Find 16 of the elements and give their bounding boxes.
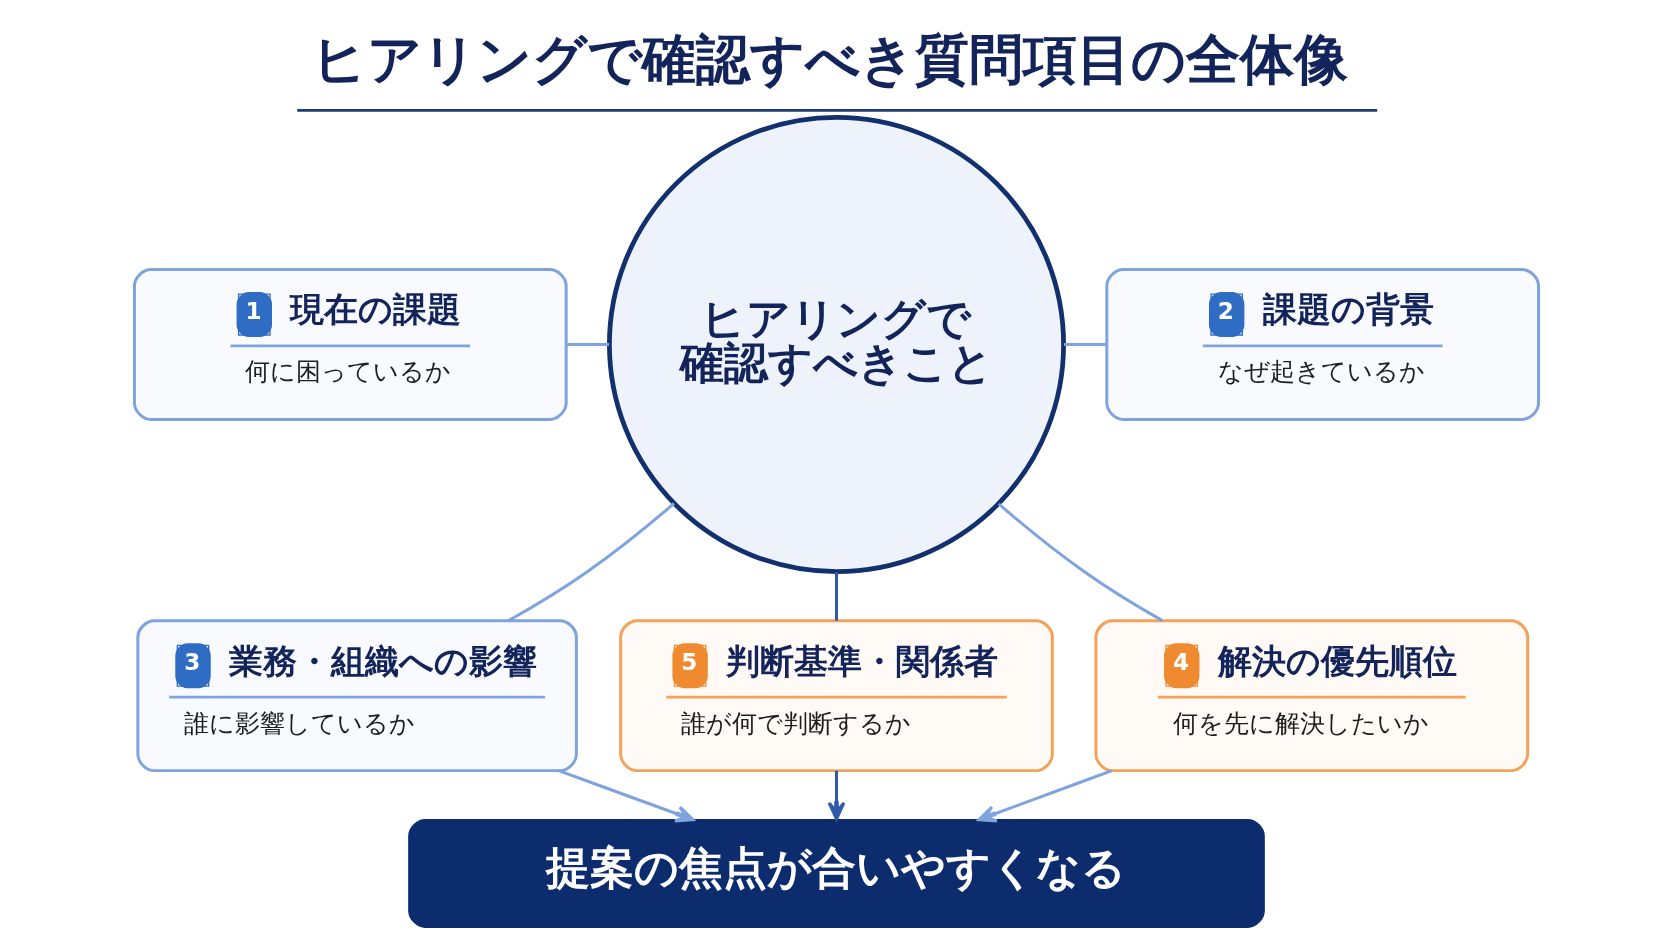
node-circle: ヒアリングで確認すべきこと	[606, 115, 1066, 574]
node-box: 4 解決の優先順位 何を先に解決したいか	[1093, 619, 1529, 773]
connector	[507, 502, 675, 623]
arrow	[976, 769, 1112, 823]
node-box: 5 判断基準・関係者 誰が何で判断するか	[618, 619, 1054, 773]
node-box: 2 課題の背景 なぜ起きているか	[1104, 268, 1540, 421]
connector	[1063, 343, 1106, 346]
connector	[834, 572, 838, 621]
arrow	[827, 770, 845, 821]
connector	[997, 502, 1163, 622]
node-box: 1 現在の課題 何に困っているか	[132, 268, 568, 421]
arrow	[557, 769, 694, 823]
node-box: 提案の焦点が合いやすくなる	[407, 818, 1265, 928]
connector	[565, 343, 609, 346]
node-box: 3 業務・組織への影響 誰に影響しているか	[135, 619, 578, 773]
diagram-title: ヒアリングで確認すべき質問項目の全体像	[311, 26, 1348, 91]
